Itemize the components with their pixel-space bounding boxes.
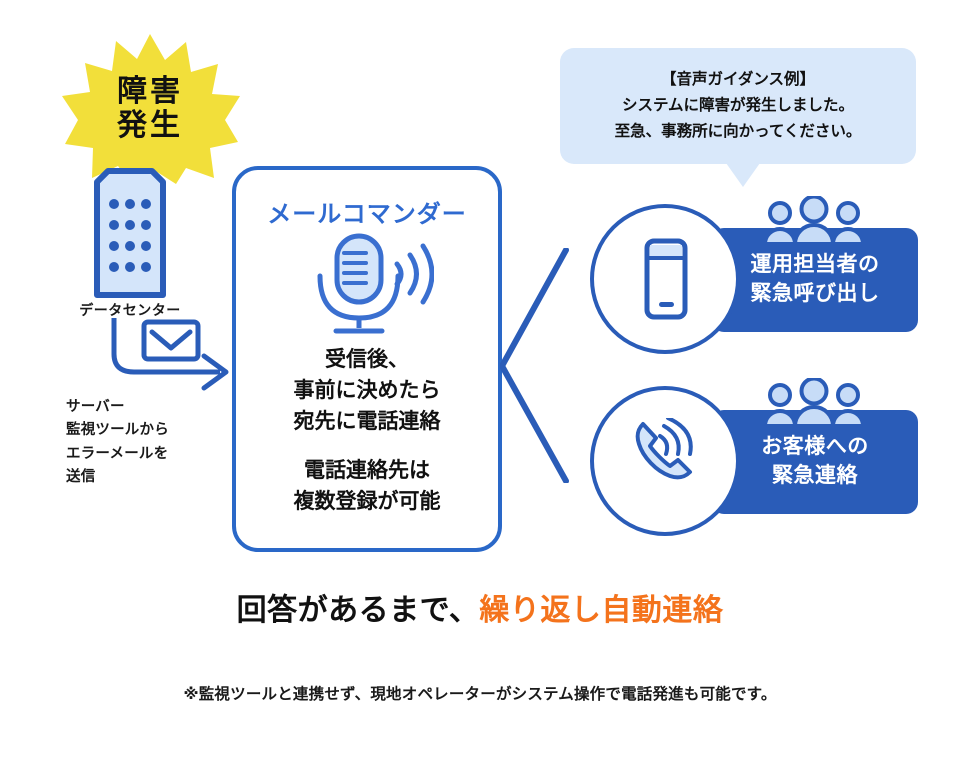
incident-burst: 障害 発生	[60, 34, 240, 184]
burst-line-1: 障害	[117, 74, 183, 108]
server-monitoring-note: サーバー 監視ツールから エラーメールを 送信	[66, 396, 236, 490]
mail-commander-card: メールコマンダー 受信後、	[232, 166, 502, 552]
burst-line-2: 発生	[117, 109, 183, 142]
starburst-shape	[62, 34, 240, 184]
mail-flow-arrow	[108, 316, 240, 396]
phone-call-icon	[634, 416, 698, 482]
server-note-line: 監視ツールから	[66, 422, 169, 439]
data-center-label: データセンター	[79, 302, 181, 318]
card-body-line: 宛先に電話連絡	[293, 410, 441, 434]
tagline-plain: 回答があるまで、	[236, 594, 480, 627]
burst-text: 障害 発生	[60, 34, 240, 184]
bubble-line-2: 至急、事務所に向かってください。	[614, 122, 862, 140]
voice-guidance-bubble: 【音声ガイダンス例】 システムに障害が発生しました。 至急、事務所に向かってくだ…	[560, 48, 916, 164]
envelope-icon	[141, 319, 201, 362]
badge-label-line: 運用担当者の	[750, 253, 880, 277]
mobile-phone-icon	[644, 238, 688, 320]
footnote: ※監視ツールと連携せず、現地オペレーターがシステム操作で電話発進も可能です。	[183, 686, 777, 703]
people-group-icon	[760, 376, 868, 428]
branch-connector	[499, 247, 610, 484]
badge-label-line: 緊急連絡	[772, 464, 858, 487]
server-note-line: サーバー	[66, 399, 125, 415]
server-note-line: 送信	[66, 469, 96, 486]
badge-label-line: 緊急呼び出し	[750, 282, 880, 305]
card-body-text: 受信後、 事前に決めたら 宛先に電話連絡 電話連絡先は 複数登録が可能	[236, 344, 498, 517]
tagline: 回答があるまで、繰り返し自動連絡	[0, 585, 960, 629]
card-body-line: 受信後、	[325, 348, 409, 371]
body-spacer	[236, 437, 498, 455]
tagline-accent: 繰り返し自動連絡	[479, 594, 724, 627]
outcome-badge-customer: お客様への 緊急連絡	[712, 410, 918, 514]
card-body-line: 電話連絡先は	[304, 459, 430, 483]
card-title: メールコマンダー	[267, 201, 467, 228]
people-group-icon	[760, 194, 868, 246]
badge-label-line: お客様への	[761, 435, 869, 459]
bubble-tail-icon	[726, 163, 760, 187]
server-note-line: エラーメールを	[66, 445, 169, 462]
bubble-line-1: システムに障害が発生しました。	[621, 97, 855, 115]
data-center-rack-icon	[92, 168, 168, 300]
bubble-heading: 【音声ガイダンス例】	[660, 71, 816, 89]
card-body-line: 事前に決めたら	[293, 379, 441, 403]
card-body-line: 複数登録が可能	[293, 490, 441, 514]
outcome-badge-operator: 運用担当者の 緊急呼び出し	[712, 228, 918, 332]
microphone-icon	[304, 232, 435, 337]
